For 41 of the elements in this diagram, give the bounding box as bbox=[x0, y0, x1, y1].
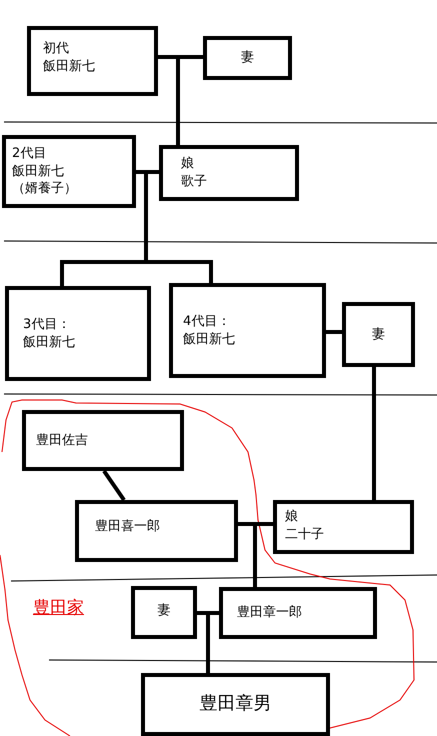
person-label: 豊田章一郎 bbox=[237, 604, 302, 622]
person-box bbox=[75, 500, 238, 562]
family-line bbox=[372, 367, 376, 500]
person-label: 妻 bbox=[241, 49, 254, 67]
person-label: 2代目 bbox=[12, 145, 46, 163]
person-box bbox=[22, 410, 184, 471]
person-label: 飯田新七 bbox=[23, 334, 75, 352]
person-box bbox=[342, 302, 415, 367]
person-box bbox=[131, 586, 197, 639]
person-box bbox=[203, 36, 292, 80]
family-line bbox=[236, 522, 275, 589]
person-box bbox=[5, 286, 151, 381]
person-label: 娘 bbox=[181, 155, 194, 173]
person-box bbox=[219, 587, 377, 639]
person-label: 飯田新七 bbox=[43, 58, 95, 76]
person-label: 豊田章男 bbox=[200, 692, 272, 716]
person-box bbox=[141, 673, 330, 736]
family-line bbox=[326, 330, 342, 334]
person-box bbox=[169, 283, 326, 378]
person-box bbox=[159, 145, 299, 201]
person-label: 妻 bbox=[372, 326, 385, 344]
person-label: 4代目： bbox=[183, 312, 230, 330]
family-line bbox=[195, 611, 221, 675]
person-label: （婿養子） bbox=[12, 180, 77, 198]
family-line bbox=[60, 170, 213, 288]
family-line bbox=[102, 470, 126, 502]
person-label: 歌子 bbox=[181, 172, 207, 190]
family-line bbox=[156, 55, 205, 147]
person-label: 飯田新七 bbox=[12, 162, 64, 180]
person-label: 豊田喜一郎 bbox=[95, 518, 160, 536]
person-box bbox=[27, 26, 158, 96]
person-label: 飯田新七 bbox=[183, 330, 235, 348]
person-label: 二十子 bbox=[285, 526, 324, 544]
person-label: 初代 bbox=[43, 40, 69, 58]
person-label: 娘 bbox=[285, 508, 298, 526]
family-name-label: 豊田家 bbox=[33, 597, 84, 619]
person-label: 妻 bbox=[158, 602, 170, 620]
person-label: 3代目： bbox=[23, 316, 70, 334]
person-box bbox=[2, 135, 136, 208]
person-box bbox=[273, 500, 414, 554]
person-label: 豊田佐吉 bbox=[36, 432, 88, 450]
